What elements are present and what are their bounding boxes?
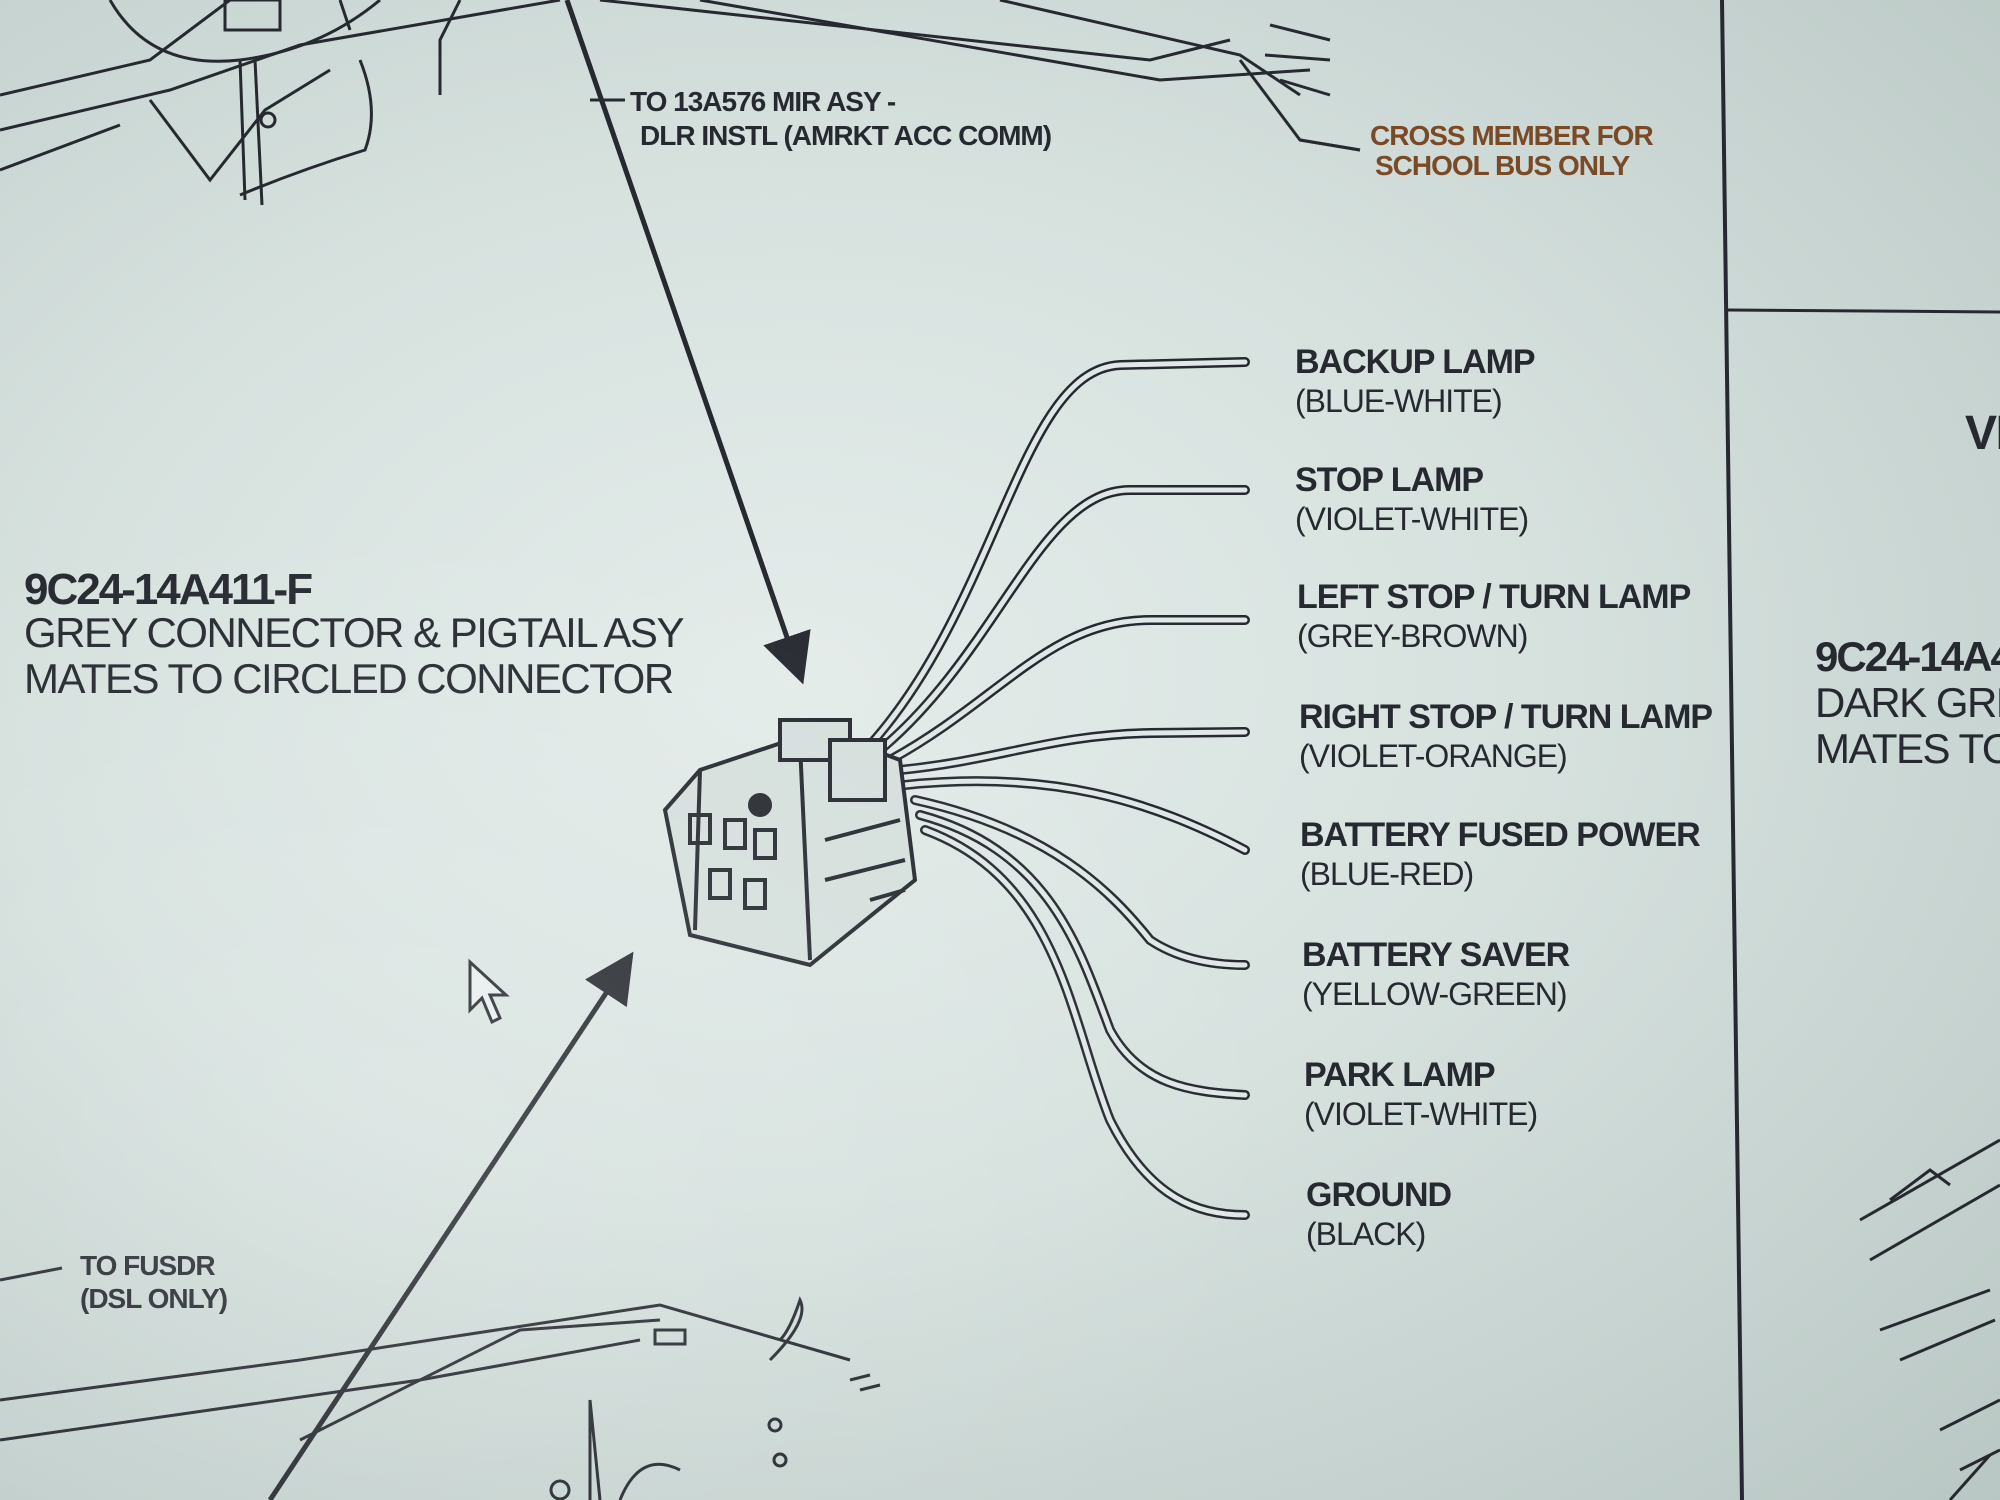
wire-name-left-stop-turn: LEFT STOP / TURN LAMP: [1297, 578, 1691, 616]
wire-name-ground: GROUND: [1306, 1176, 1452, 1214]
mirror-bracket-drawing: [0, 0, 561, 206]
cross-member-leader: [1299, 138, 1361, 152]
pigtail-wires-inner: [867, 359, 1248, 1218]
callout-arrow-top: [564, 0, 811, 685]
wire-name-park-lamp: PARK LAMP: [1304, 1056, 1496, 1094]
grey-connector: [662, 718, 918, 968]
wire-color-park-lamp: (VIOLET-WHITE): [1304, 1096, 1538, 1132]
top-note-line1: TO 13A576 MIR ASY -: [630, 86, 896, 117]
wire-color-battery-saver: (YELLOW-GREEN): [1302, 976, 1568, 1012]
wire-name-stop-lamp: STOP LAMP: [1295, 461, 1484, 499]
fuel-sdr-line2: (DSL ONLY): [80, 1283, 228, 1314]
wire-color-ground: (BLACK): [1306, 1216, 1426, 1252]
connector-description-line2: MATES TO CIRCLED CONNECTOR: [24, 655, 674, 702]
wire-name-battery-saver: BATTERY SAVER: [1302, 936, 1570, 974]
wire-color-right-stop-turn: (VIOLET-ORANGE): [1299, 738, 1568, 774]
wire-name-right-stop-turn: RIGHT STOP / TURN LAMP: [1299, 698, 1713, 736]
wire-ground: [920, 825, 1250, 1220]
right-panel-drawing: [1859, 1138, 2000, 1500]
cross-member-line1: CROSS MEMBER FOR: [1370, 120, 1654, 151]
connector-part-number: 9C24-14A411-F: [24, 565, 313, 614]
wire-color-stop-lamp: (VIOLET-WHITE): [1295, 501, 1529, 537]
wire-name-backup-lamp: BACKUP LAMP: [1295, 343, 1536, 381]
fuel-sdr-line1: TO FUSDR: [80, 1250, 216, 1281]
panel-divider: [1720, 0, 2000, 1500]
chassis-drawing: [0, 1296, 881, 1500]
wire-backup-lamp: [865, 357, 1250, 750]
right-panel-part-number: 9C24-14A4: [1815, 633, 2000, 680]
right-panel-title-fragment: VI: [1965, 407, 2000, 460]
fuel-sdr-leader: [0, 1266, 63, 1282]
wire-color-backup-lamp: (BLUE-WHITE): [1295, 383, 1503, 419]
top-note-line2: DLR INSTL (AMRKT ACC COMM): [640, 120, 1052, 151]
mouse-cursor-icon: [468, 958, 510, 1025]
wire-color-left-stop-turn: (GREY-BROWN): [1297, 618, 1528, 654]
right-panel-description-line2: MATES TO: [1815, 725, 2000, 772]
cross-member-line2: SCHOOL BUS ONLY: [1375, 150, 1630, 181]
wire-color-battery-fused-power: (BLUE-RED): [1300, 856, 1474, 892]
connector-description-line1: GREY CONNECTOR & PIGTAIL ASY: [24, 609, 684, 656]
wire-name-battery-fused-power: BATTERY FUSED POWER: [1300, 816, 1701, 854]
right-panel-description-line1: DARK GRE: [1815, 679, 2000, 726]
callout-arrow-bottom: [267, 951, 634, 1500]
